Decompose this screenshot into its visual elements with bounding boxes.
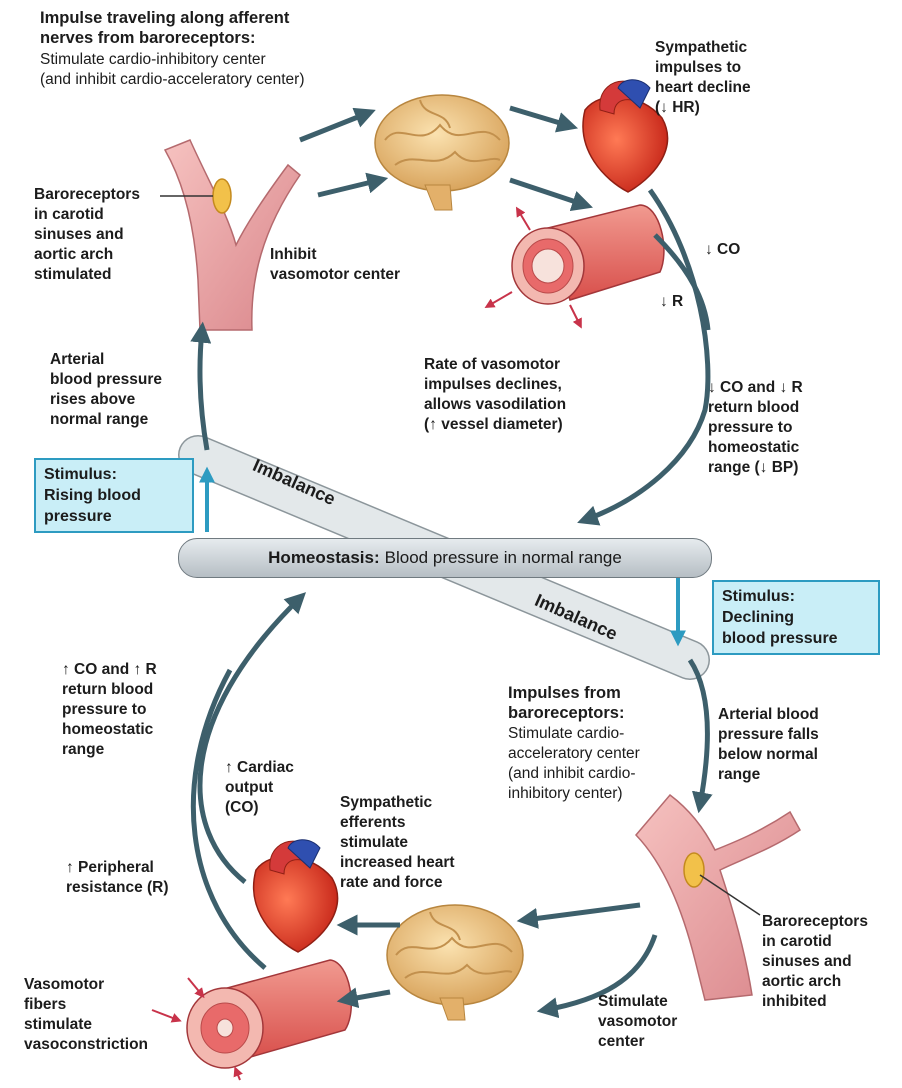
decrease-r-label: ↓ R	[660, 292, 683, 312]
top-heading: Impulse traveling along afferent nerves …	[40, 8, 289, 48]
brain-top	[375, 95, 509, 210]
increase-co-r-label: ↑ CO and ↑ R return blood pressure to ho…	[62, 660, 157, 760]
stimulus-rising-box: Stimulus: Rising blood pressure	[34, 458, 194, 533]
sympathetic-efferents-label: Sympathetic efferents stimulate increase…	[340, 793, 455, 893]
impulses-from-sub: Stimulate cardio- acceleratory center (a…	[508, 724, 640, 804]
homeostasis-key: Homeostasis:	[268, 548, 379, 568]
brain-bottom	[387, 905, 523, 1020]
arterial-falls-label: Arterial blood pressure falls below norm…	[718, 705, 819, 785]
baroreceptors-top-label: Baroreceptors in carotid sinuses and aor…	[34, 185, 140, 285]
stimulate-vasomotor-label: Stimulate vasomotor center	[598, 992, 677, 1052]
carotid-artery-top	[160, 140, 300, 330]
rate-vasomotor-label: Rate of vasomotor impulses declines, all…	[424, 355, 566, 435]
vessel-bottom	[187, 960, 351, 1068]
arterial-rises-label: Arterial blood pressure rises above norm…	[50, 350, 162, 430]
top-heading-sub: Stimulate cardio-inhibitory center (and …	[40, 50, 304, 90]
inhibit-vasomotor-label: Inhibit vasomotor center	[270, 245, 400, 285]
sympathetic-top-label: Sympathetic impulses to heart decline (↓…	[655, 38, 751, 118]
peripheral-resistance-label: ↑ Peripheral resistance (R)	[66, 858, 169, 898]
decrease-co-label: ↓ CO	[705, 240, 740, 260]
impulses-from-heading: Impulses from baroreceptors:	[508, 683, 624, 723]
homeostasis-bar: Homeostasis: Blood pressure in normal ra…	[178, 538, 712, 578]
baroreceptors-bottom-label: Baroreceptors in carotid sinuses and aor…	[762, 912, 868, 1012]
cardiac-output-label: ↑ Cardiac output (CO)	[225, 758, 294, 818]
stimulus-declining-box: Stimulus: Declining blood pressure	[712, 580, 880, 655]
homeostasis-text: Blood pressure in normal range	[385, 548, 622, 568]
heart-bottom	[254, 840, 338, 952]
vasomotor-fibers-label: Vasomotor fibers stimulate vasoconstrict…	[24, 975, 148, 1055]
vessel-top	[512, 205, 664, 304]
decrease-co-r-label: ↓ CO and ↓ R return blood pressure to ho…	[708, 378, 803, 478]
